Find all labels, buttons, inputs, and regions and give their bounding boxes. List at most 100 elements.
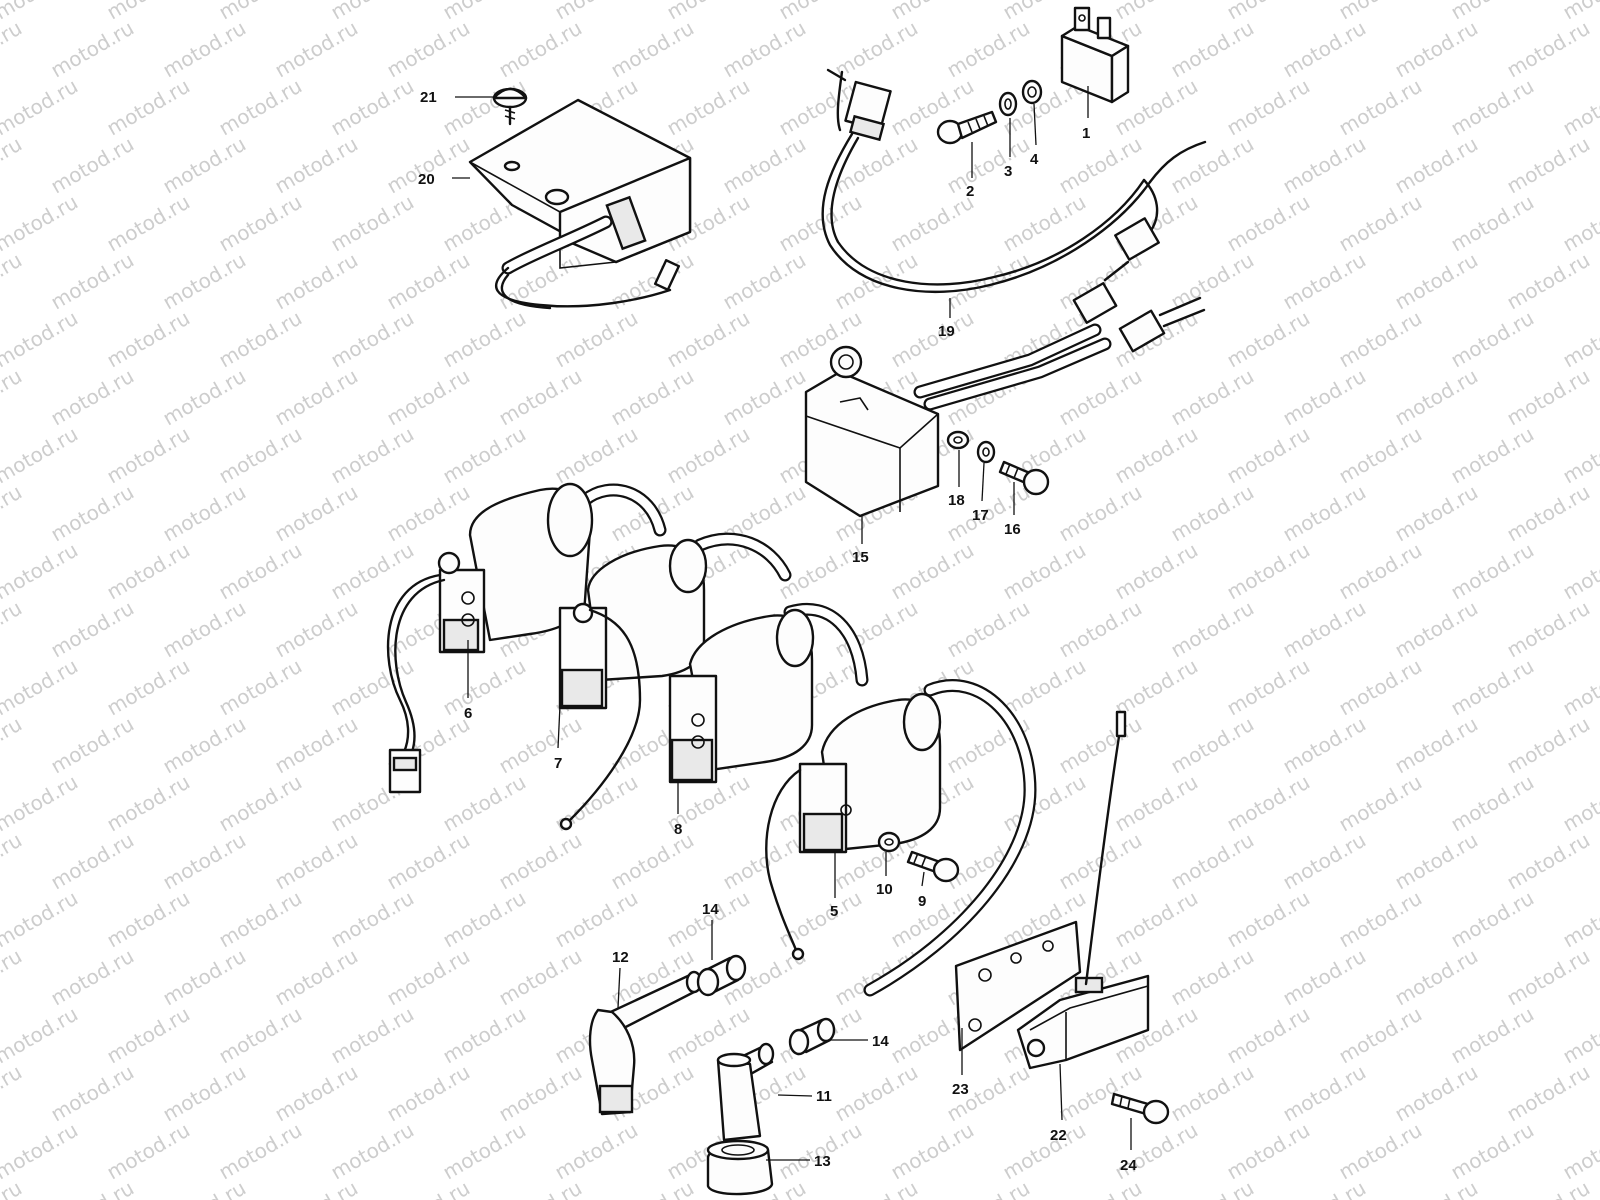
watermark-text: motod.ru — [1335, 886, 1426, 953]
watermark-text: motod.ru — [0, 1002, 82, 1069]
watermark-text: motod.ru — [159, 944, 250, 1011]
watermark-text: motod.ru — [1279, 712, 1370, 779]
watermark-text: motod.ru — [0, 886, 82, 953]
watermark-text: motod.ru — [831, 1060, 922, 1127]
watermark-text: motod.ru — [47, 248, 138, 315]
leader-lines — [452, 86, 1132, 1161]
watermark-text: motod.ru — [1279, 480, 1370, 547]
watermark-text: motod.ru — [999, 770, 1090, 837]
watermark-text: motod.ru — [1447, 1002, 1538, 1069]
watermark-text: motod.ru — [47, 364, 138, 431]
watermark-text: motod.ru — [551, 1118, 642, 1185]
part-17-lock-washer — [976, 440, 996, 464]
watermark-text: motod.ru — [719, 132, 810, 199]
watermark-text: motod.ru — [1223, 770, 1314, 837]
watermark-text: motod.ru — [1503, 712, 1594, 779]
watermark-text: motod.ru — [1111, 1118, 1202, 1185]
watermark-text: motod.ru — [383, 16, 474, 83]
callout-11: 11 — [816, 1088, 832, 1105]
watermark-text: motod.ru — [159, 596, 250, 663]
watermark-text: motod.ru — [1055, 132, 1146, 199]
watermark-text: motod.ru — [1391, 828, 1482, 895]
watermark-text: motod.ru — [383, 1060, 474, 1127]
watermark-text: motod.ru — [0, 132, 26, 199]
watermark-text: motod.ru — [1055, 480, 1146, 547]
watermark-text: motod.ru — [1391, 132, 1482, 199]
watermark-text: motod.ru — [47, 132, 138, 199]
watermark-text: motod.ru — [1335, 74, 1426, 141]
watermark-text: motod.ru — [1559, 654, 1600, 721]
watermark-text: motod.ru — [1111, 886, 1202, 953]
watermark-text: motod.ru — [271, 1060, 362, 1127]
watermark-text: motod.ru — [0, 480, 26, 547]
watermark-text: motod.ru — [831, 1176, 922, 1200]
part-8-ignition-coil — [668, 602, 869, 784]
watermark-text: motod.ru — [383, 944, 474, 1011]
callout-14a: 14 — [702, 901, 719, 918]
watermark-text: motod.ru — [1279, 364, 1370, 431]
watermark-text: motod.ru — [1503, 16, 1594, 83]
watermark-text: motod.ru — [47, 1060, 138, 1127]
watermark-text: motod.ru — [1167, 364, 1258, 431]
watermark-text: motod.ru — [1447, 538, 1538, 605]
watermark-text: motod.ru — [943, 16, 1034, 83]
watermark-text: motod.ru — [327, 74, 418, 141]
watermark-text: motod.ru — [719, 248, 810, 315]
watermark-text: motod.ru — [47, 596, 138, 663]
watermark-text: motod.ru — [999, 1118, 1090, 1185]
watermark-text: motod.ru — [1223, 422, 1314, 489]
callout-6: 6 — [464, 705, 472, 722]
watermark-text: motod.ru — [719, 16, 810, 83]
watermark-text: motod.ru — [1279, 596, 1370, 663]
watermark-text: motod.ru — [719, 828, 810, 895]
watermark-text: motod.ru — [1335, 1002, 1426, 1069]
callout-8: 8 — [674, 821, 682, 838]
watermark-text: motod.ru — [215, 770, 306, 837]
callout-19: 19 — [938, 323, 955, 340]
watermark-text: motod.ru — [1335, 422, 1426, 489]
callout-2: 2 — [966, 183, 974, 200]
part-20-control-box — [468, 98, 692, 310]
watermark-text: motod.ru — [439, 770, 530, 837]
watermark-text: motod.ru — [215, 422, 306, 489]
watermark-text: motod.ru — [943, 1176, 1034, 1200]
watermark-text: motod.ru — [103, 1002, 194, 1069]
watermark-text: motod.ru — [159, 1176, 250, 1200]
watermark-text: motod.ru — [1335, 770, 1426, 837]
callout-17: 17 — [972, 507, 989, 524]
part-2-bolt — [936, 110, 998, 145]
watermark-text: motod.ru — [159, 16, 250, 83]
watermark-text: motod.ru — [103, 770, 194, 837]
watermark-text: motod.ru — [383, 364, 474, 431]
watermark-text: motod.ru — [0, 654, 82, 721]
watermark-text: motod.ru — [1559, 74, 1600, 141]
watermark-text: motod.ru — [439, 1002, 530, 1069]
callout-18: 18 — [948, 492, 965, 509]
watermark-text: motod.ru — [1447, 422, 1538, 489]
watermark-text: motod.ru — [0, 74, 82, 141]
watermark-text: motod.ru — [1503, 828, 1594, 895]
callout-14b: 14 — [872, 1033, 889, 1050]
watermark-text: motod.ru — [887, 306, 978, 373]
part-7-ignition-coil — [558, 532, 792, 831]
watermark-text: motod.ru — [495, 944, 586, 1011]
watermark-text: motod.ru — [1391, 1176, 1482, 1200]
part-5-ignition-coil — [765, 679, 1037, 997]
watermark-text: motod.ru — [1167, 828, 1258, 895]
watermark-text: motod.ru — [0, 190, 82, 257]
watermark-text: motod.ru — [1055, 828, 1146, 895]
watermark-text: motod.ru — [1111, 654, 1202, 721]
callout-21: 21 — [420, 89, 437, 106]
watermark-text: motod.ru — [1559, 1002, 1600, 1069]
watermark-text: motod.ru — [1503, 944, 1594, 1011]
watermark-text: motod.ru — [1279, 828, 1370, 895]
watermark-text: motod.ru — [495, 1176, 586, 1200]
watermark-text: motod.ru — [103, 1118, 194, 1185]
watermark-text: motod.ru — [663, 422, 754, 489]
watermark-text: motod.ru — [47, 480, 138, 547]
watermark-text: motod.ru — [1223, 74, 1314, 141]
watermark-text: motod.ru — [495, 1060, 586, 1127]
watermark-text: motod.ru — [0, 306, 82, 373]
watermark-text: motod.ru — [1111, 422, 1202, 489]
